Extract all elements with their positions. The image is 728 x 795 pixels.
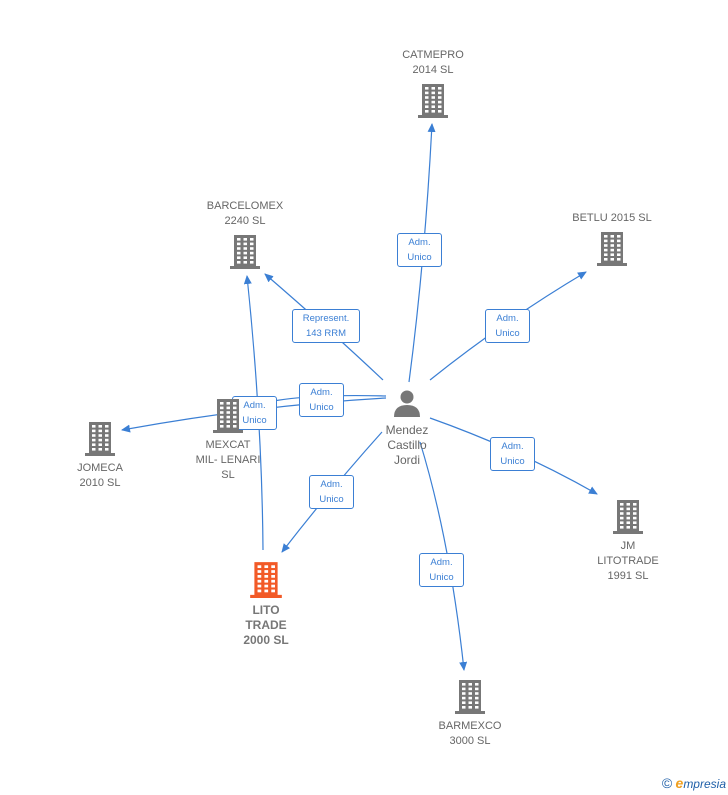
person-icon: [394, 390, 420, 417]
company-node-barcelomex[interactable]: BARCELOMEX 2240 SL: [195, 199, 295, 274]
company-node-catmepro[interactable]: CATMEPRO 2014 SL: [383, 48, 483, 123]
relation-label-catmepro: Adm. Unico: [397, 233, 442, 267]
relation-label-barcelomex: Represent. 143 RRM: [292, 309, 360, 343]
relation-label-betlu: Adm. Unico: [485, 309, 530, 343]
person-node[interactable]: Mendez Castillo Jordi: [368, 388, 446, 468]
company-node-jm[interactable]: JM LITOTRADE 1991 SL: [582, 498, 674, 584]
company-label: LITO TRADE 2000 SL: [243, 603, 289, 647]
company-label: BETLU 2015 SL: [572, 212, 652, 224]
building-icon: [85, 422, 115, 456]
company-label: CATMEPRO 2014 SL: [402, 49, 464, 76]
building-icon: [418, 84, 448, 118]
company-node-betlu[interactable]: BETLU 2015 SL: [560, 211, 664, 271]
brand-footer: © empresia: [662, 775, 726, 791]
brand-logo-text: mpresia: [683, 777, 726, 791]
relation-label-jm: Adm. Unico: [490, 437, 535, 471]
company-node-litotrade[interactable]: LITO TRADE 2000 SL: [224, 560, 308, 648]
company-node-mexcat[interactable]: MEXCAT MIL- LENARI SL: [180, 397, 276, 483]
edge-barmexco: [419, 441, 468, 671]
building-icon: [613, 500, 643, 534]
company-node-barmexco[interactable]: BARMEXCO 3000 SL: [422, 678, 518, 749]
company-label: MEXCAT MIL- LENARI SL: [195, 439, 261, 481]
company-label: BARCELOMEX 2240 SL: [206, 200, 284, 227]
relation-label-jomeca: Adm. Unico: [299, 383, 344, 417]
brand-logo-e: e: [675, 775, 684, 791]
copyright-symbol: ©: [661, 775, 673, 791]
building-icon: [213, 399, 243, 433]
company-node-jomeca[interactable]: JOMECA 2010 SL: [60, 420, 140, 491]
relation-label-litotrade: Adm. Unico: [309, 475, 354, 509]
relation-label-barmexco: Adm. Unico: [419, 553, 464, 587]
building-icon: [250, 562, 282, 598]
building-icon: [230, 235, 260, 269]
person-name: Mendez Castillo Jordi: [385, 423, 429, 467]
company-label: JM LITOTRADE 1991 SL: [597, 540, 659, 582]
building-icon: [455, 680, 485, 714]
company-label: BARMEXCO 3000 SL: [438, 720, 502, 747]
building-icon: [597, 232, 627, 266]
relation-label-mexcat: Adm. Unico: [232, 396, 277, 430]
company-label: JOMECA 2010 SL: [77, 462, 123, 489]
